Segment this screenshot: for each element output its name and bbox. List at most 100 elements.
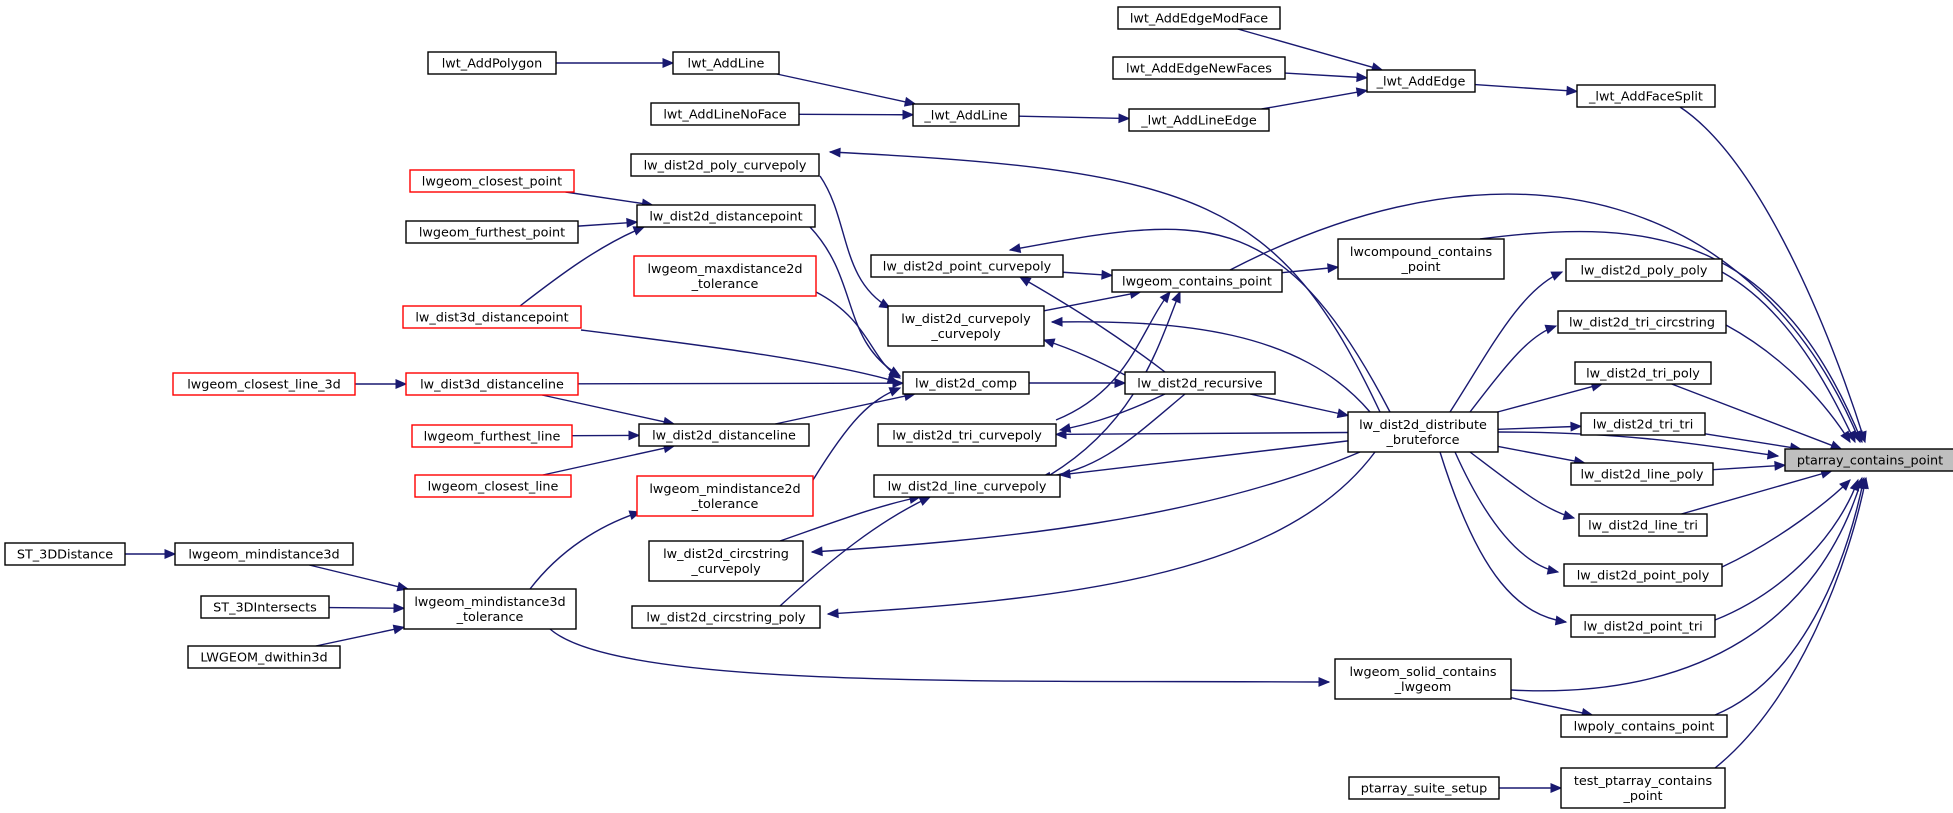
arrowhead <box>1766 449 1780 460</box>
node-label: _point <box>1400 260 1440 275</box>
node-lwgeom-dwithin3d[interactable]: LWGEOM_dwithin3d <box>187 645 341 669</box>
node-lwgeom-mindistance3d[interactable]: lwgeom_mindistance3d <box>174 542 354 566</box>
node-lwt-addedgenewfaces[interactable]: lwt_AddEdgeNewFaces <box>1112 56 1286 80</box>
node-lw-dist2d-distancepoint[interactable]: lw_dist2d_distancepoint <box>636 204 816 228</box>
node-lwgeom-mindistance3d-tolerance[interactable]: lwgeom_mindistance3d_tolerance <box>403 588 577 630</box>
node-lw-dist3d-distancepoint[interactable]: lw_dist3d_distancepoint <box>402 305 582 329</box>
node-test-ptarray-contains-point[interactable]: test_ptarray_contains_point <box>1560 767 1726 809</box>
node-label: lwgeom_solid_contains <box>1349 665 1496 680</box>
arrowhead <box>1554 615 1568 626</box>
node-box <box>636 204 816 228</box>
node-lwgeom-maxdistance2d-tolerance[interactable]: lwgeom_maxdistance2d_tolerance <box>633 255 817 297</box>
node-label: lw_dist2d_point_poly <box>1577 569 1710 584</box>
node-lw-dist2d-point-poly[interactable]: lw_dist2d_point_poly <box>1563 563 1723 587</box>
node-lw-dist2d-tri-poly[interactable]: lw_dist2d_tri_poly <box>1574 361 1712 385</box>
arrowhead <box>1159 290 1171 304</box>
edge-lw_dist3d_distancepoint-to-lw_dist2d_distancepoint <box>519 226 646 307</box>
edge-lwgeom_furthest_point-to-lw_dist2d_distancepoint <box>577 217 639 228</box>
node-label: _lwt_AddEdge <box>1376 75 1466 90</box>
node-lwgeom-furthest-point[interactable]: lwgeom_furthest_point <box>405 220 579 244</box>
node-lw-dist2d-line-curvepoly[interactable]: lw_dist2d_line_curvepoly <box>873 474 1061 498</box>
node-label: _curvepoly <box>930 327 1001 342</box>
node-box <box>1557 310 1727 334</box>
node-label: lwt_AddEdgeModFace <box>1130 12 1268 27</box>
node-lw-dist2d-recursive[interactable]: lw_dist2d_recursive <box>1124 371 1276 395</box>
node-lwgeom-closest-point[interactable]: lwgeom_closest_point <box>409 169 575 193</box>
node--lwt-addline[interactable]: _lwt_AddLine <box>912 103 1020 127</box>
node--lwt-addedge[interactable]: _lwt_AddEdge <box>1366 69 1476 93</box>
node-lw-dist3d-distanceline[interactable]: lw_dist3d_distanceline <box>405 372 579 396</box>
node-lwgeom-mindistance2d-tolerance[interactable]: lwgeom_mindistance2d_tolerance <box>636 475 814 517</box>
node-label: LWGEOM_dwithin3d <box>200 651 327 666</box>
node-label: lwt_AddLineNoFace <box>663 108 786 123</box>
arrowhead <box>628 430 641 441</box>
node-lw-dist2d-distribute-bruteforce[interactable]: lw_dist2d_distribute_bruteforce <box>1347 411 1499 453</box>
node-box <box>405 220 579 244</box>
edge-ptarray_suite_setup-to-test_ptarray_contains_point <box>1499 783 1563 793</box>
node-lw-dist2d-line-tri[interactable]: lw_dist2d_line_tri <box>1578 513 1708 537</box>
node-lw-dist2d-circstring-poly[interactable]: lw_dist2d_circstring_poly <box>631 605 821 629</box>
node-label: lw_dist3d_distancepoint <box>415 311 568 326</box>
node--lwt-addlineedge[interactable]: _lwt_AddLineEdge <box>1128 108 1270 132</box>
node-box <box>4 542 126 566</box>
node-lw-dist2d-curvepoly-curvepoly[interactable]: lw_dist2d_curvepoly_curvepoly <box>887 305 1045 347</box>
edge-lw_dist2d_distribute_bruteforce-to-lw_dist2d_circstring_poly <box>826 451 1376 619</box>
arrowhead <box>1562 510 1576 520</box>
node--lwt-addfacesplit[interactable]: _lwt_AddFaceSplit <box>1576 84 1716 108</box>
node-box <box>427 51 557 75</box>
edge-lwgeom_mindistance3d_tolerance-to-lwgeom_solid_contains_lwgeom <box>549 628 1331 687</box>
node-lw-dist2d-circstring-curvepoly[interactable]: lw_dist2d_circstring_curvepoly <box>648 540 804 582</box>
node-lw-dist2d-tri-curvepoly[interactable]: lw_dist2d_tri_curvepoly <box>877 423 1057 447</box>
node-label: ptarray_suite_setup <box>1361 782 1488 797</box>
node-lw-dist2d-point-curvepoly[interactable]: lw_dist2d_point_curvepoly <box>870 254 1064 278</box>
node-lwt-addedgemodface[interactable]: lwt_AddEdgeModFace <box>1117 6 1281 30</box>
node-lwgeom-contains-point[interactable]: lwgeom_contains_point <box>1111 269 1283 293</box>
node-box <box>887 305 1045 347</box>
arrowhead <box>1566 85 1579 96</box>
node-label: lw_dist2d_distancepoint <box>649 210 802 225</box>
arrowhead <box>392 624 406 635</box>
edge-lw_dist2d_point_curvepoly-to-lwgeom_contains_point <box>1062 269 1114 280</box>
node-label: lwt_AddLine <box>688 57 765 72</box>
arrowhead <box>1171 290 1181 304</box>
node-lwgeom-solid-contains-lwgeom[interactable]: lwgeom_solid_contains_lwgeom <box>1334 658 1512 700</box>
node-lw-dist2d-point-tri[interactable]: lw_dist2d_point_tri <box>1570 614 1716 638</box>
node-box <box>912 103 1020 127</box>
node-lwcompound-contains-point[interactable]: lwcompound_contains_point <box>1337 238 1505 280</box>
arrowhead <box>826 608 839 619</box>
node-box <box>1574 361 1712 385</box>
node-lw-dist2d-comp[interactable]: lw_dist2d_comp <box>902 371 1030 395</box>
node-ptarray-suite-setup[interactable]: ptarray_suite_setup <box>1348 776 1500 800</box>
node-label: _lwt_AddLine <box>923 109 1007 124</box>
arrowhead <box>632 226 646 236</box>
node-lwgeom-furthest-line[interactable]: lwgeom_furthest_line <box>411 424 573 448</box>
node-label: lwgeom_closest_line_3d <box>187 378 341 393</box>
edge-lw_dist2d_line_poly-to-ptarray_contains_point <box>1712 460 1787 471</box>
edge-lwgeom_mindistance3d-to-lwgeom_mindistance3d_tolerance <box>309 564 410 592</box>
edge-lwgeom_contains_point-to-ptarray_contains_point <box>1229 193 1861 444</box>
node-lw-dist2d-tri-tri[interactable]: lw_dist2d_tri_tri <box>1580 412 1706 436</box>
node-lw-dist2d-line-poly[interactable]: lw_dist2d_line_poly <box>1570 462 1714 486</box>
node-lw-dist2d-poly-curvepoly[interactable]: lw_dist2d_poly_curvepoly <box>630 153 820 177</box>
node-box <box>1570 614 1716 638</box>
node-lwt-addpolygon[interactable]: lwt_AddPolygon <box>427 51 557 75</box>
node-lwpoly-contains-point[interactable]: lwpoly_contains_point <box>1560 714 1728 738</box>
edge-lw_dist2d_circstring_poly-to-lw_dist2d_line_curvepoly <box>779 496 932 607</box>
node-lw-dist2d-distanceline[interactable]: lw_dist2d_distanceline <box>638 423 810 447</box>
node-lwgeom-closest-line-3d[interactable]: lwgeom_closest_line_3d <box>172 372 356 396</box>
edge-lw_dist2d_distribute_bruteforce-to-lw_dist2d_poly_curvepoly <box>828 147 1381 413</box>
edge-lw_dist2d_distribute_bruteforce-to-lw_dist2d_line_tri <box>1469 451 1576 520</box>
edge-lw_dist2d_recursive-to-lw_dist2d_curvepoly_curvepoly <box>1042 338 1126 376</box>
node-st-3ddistance[interactable]: ST_3DDistance <box>4 542 126 566</box>
node-lw-dist2d-tri-circstring[interactable]: lw_dist2d_tri_circstring <box>1557 310 1727 334</box>
arrowhead <box>1058 423 1072 433</box>
node-lwgeom-closest-line[interactable]: lwgeom_closest_line <box>414 474 572 498</box>
node-st-3dintersects[interactable]: ST_3DIntersects <box>200 595 330 619</box>
node-label: _bruteforce <box>1385 433 1459 448</box>
edge-lwgeom_contains_point-to-lwcompound_contains_point <box>1281 263 1340 274</box>
node-box <box>405 372 579 396</box>
arrowhead <box>888 368 902 379</box>
node-lwt-addlinenoface[interactable]: lwt_AddLineNoFace <box>650 102 800 126</box>
node-lw-dist2d-poly-poly[interactable]: lw_dist2d_poly_poly <box>1565 258 1723 282</box>
node-lwt-addline[interactable]: lwt_AddLine <box>672 51 780 75</box>
